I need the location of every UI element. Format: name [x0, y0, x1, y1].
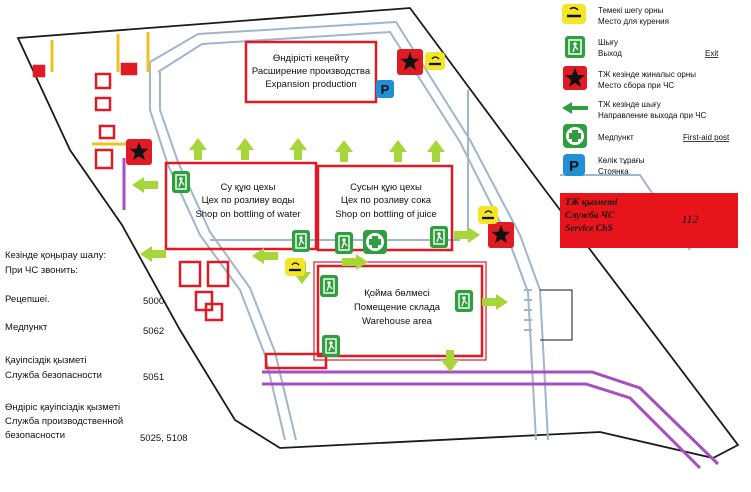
- smoking-icon: [285, 258, 305, 276]
- evacuation-arrow: [132, 177, 158, 193]
- exit-icon: [292, 230, 310, 252]
- evacuation-arrow: [482, 294, 508, 310]
- legend-smoking-line-1: Темекі шегу орны: [598, 6, 664, 15]
- evacuation-arrow: [236, 138, 254, 160]
- expansion-line-1: Өндірісті кеңейту: [273, 53, 349, 64]
- evacuation-arrow: [289, 138, 307, 160]
- legend-parking-line-2: Стоянка: [598, 167, 629, 176]
- building-water-shop: Су құю цехы Цех по розливу воды Shop on …: [164, 161, 318, 251]
- assembly-points: [126, 49, 514, 248]
- evacuation-arrow: [252, 248, 278, 264]
- yellow-gates: [50, 32, 150, 146]
- svg-text:P: P: [569, 158, 579, 175]
- evacuation-arrow: [454, 227, 480, 243]
- warehouse-line-2: Помещение склада: [354, 302, 441, 313]
- service-line-3: Service ChS: [565, 224, 613, 234]
- railway: [262, 370, 720, 470]
- exit-icon: [455, 290, 473, 312]
- water-shop-line-1: Су құю цехы: [221, 182, 276, 193]
- phone-reception-label: Рецепшеі.: [5, 294, 50, 305]
- legend-star-line-1: ТЖ кезінде жиналыс орны: [598, 70, 696, 79]
- parking-letter: P: [381, 82, 390, 97]
- juice-shop-line-2: Цех по розливу сока: [341, 195, 432, 206]
- phone-prod-security-label-3: безопасности: [5, 430, 65, 441]
- phones-heading-line-1: Кезінде қоңырау шалу:: [5, 250, 106, 261]
- emergency-service-box: ТЖ қызметі Служба ЧС Service ChS 112: [560, 193, 738, 248]
- smoking-areas: [285, 52, 498, 276]
- evacuation-arrow: [335, 140, 353, 162]
- legend-exit-icon: [565, 36, 585, 58]
- assembly-point-icon: [488, 222, 514, 248]
- legend-exit-line-1: Шығу: [598, 38, 618, 47]
- smoking-icon: [478, 206, 498, 224]
- parking-marker: P: [376, 80, 394, 98]
- phone-prod-security-label-2: Служба производственной: [5, 416, 123, 427]
- phone-security-number: 5051: [143, 372, 164, 383]
- legend-smoking-icon: [562, 4, 586, 24]
- evacuation-arrow: [189, 138, 207, 160]
- legend: Темекі шегу орны Место для курения Шығу …: [562, 4, 730, 176]
- exit-icon: [172, 171, 190, 193]
- legend-star-icon: [563, 66, 587, 90]
- phone-security-label-2: Служба безопасности: [5, 370, 102, 381]
- legend-smoking-line-2: Место для курения: [598, 17, 669, 26]
- evacuation-arrow: [342, 254, 368, 270]
- small-buildings: [32, 62, 328, 370]
- legend-first-aid-note: First-aid post: [683, 133, 730, 142]
- building-warehouse: Қойма бөлмесі Помещение склада Warehouse…: [313, 261, 487, 361]
- legend-first-aid-icon: [563, 124, 587, 148]
- legend-exit-line-2: Выход: [598, 49, 622, 58]
- legend-arrow-line-1: ТЖ кезінде шығу: [598, 100, 661, 109]
- juice-shop-line-3: Shop on bottling of juice: [335, 209, 436, 220]
- evacuation-arrow: [140, 246, 166, 262]
- phones-heading-line-2: При ЧС звонить:: [5, 265, 78, 276]
- expansion-line-3: Expansion production: [265, 79, 356, 90]
- phone-medical-label: Медпункт: [5, 322, 48, 333]
- legend-exit-note: Exit: [705, 49, 719, 58]
- expansion-line-2: Расширение производства: [252, 66, 371, 77]
- evacuation-arrow: [427, 140, 445, 162]
- juice-shop-line-1: Сусын құю цехы: [350, 182, 422, 193]
- phone-medical-number: 5062: [143, 326, 164, 337]
- warehouse-line-1: Қойма бөлмесі: [364, 288, 430, 299]
- exit-icon: [430, 226, 448, 248]
- loading-dock: [524, 289, 573, 341]
- assembly-point-icon: [397, 49, 423, 75]
- phone-prod-security-number: 5025, 5108: [140, 433, 188, 444]
- legend-parking-icon: P: [563, 154, 585, 176]
- exit-icon: [322, 335, 340, 357]
- smoking-icon: [425, 52, 445, 70]
- service-line-1: ТЖ қызметі: [565, 197, 618, 208]
- site-boundary: [16, 7, 740, 459]
- exit-icon: [320, 275, 338, 297]
- service-number: 112: [681, 212, 698, 226]
- phone-security-label-1: Қауіпсіздік қызметі: [5, 355, 86, 366]
- phone-prod-security-label-1: Өндіріс қауіпсіздік қызметі: [5, 402, 120, 413]
- legend-star-line-2: Место сбора при ЧС: [598, 81, 674, 90]
- water-shop-line-2: Цех по розливу воды: [202, 195, 295, 206]
- evacuation-arrow: [389, 140, 407, 162]
- evacuation-arrow: [441, 350, 459, 372]
- first-aid-post: [363, 230, 387, 254]
- service-line-2: Служба ЧС: [565, 210, 615, 221]
- phone-reception-number: 5000: [143, 296, 164, 307]
- warehouse-line-3: Warehouse area: [362, 316, 433, 327]
- exit-icon: [335, 232, 353, 254]
- building-expansion: Өндірісті кеңейту Расширение производств…: [244, 40, 378, 104]
- water-shop-line-3: Shop on bottling of water: [195, 209, 300, 220]
- legend-parking-line-1: Көлік тұрағы: [598, 156, 645, 165]
- legend-arrow-line-2: Направление выхода при ЧС: [598, 111, 707, 120]
- assembly-point-icon: [126, 139, 152, 165]
- phone-list: Кезінде қоңырау шалу: При ЧС звонить: Ре…: [5, 250, 188, 444]
- legend-first-aid-line-1: Медпункт: [598, 133, 634, 142]
- legend-arrow-icon: [562, 102, 588, 114]
